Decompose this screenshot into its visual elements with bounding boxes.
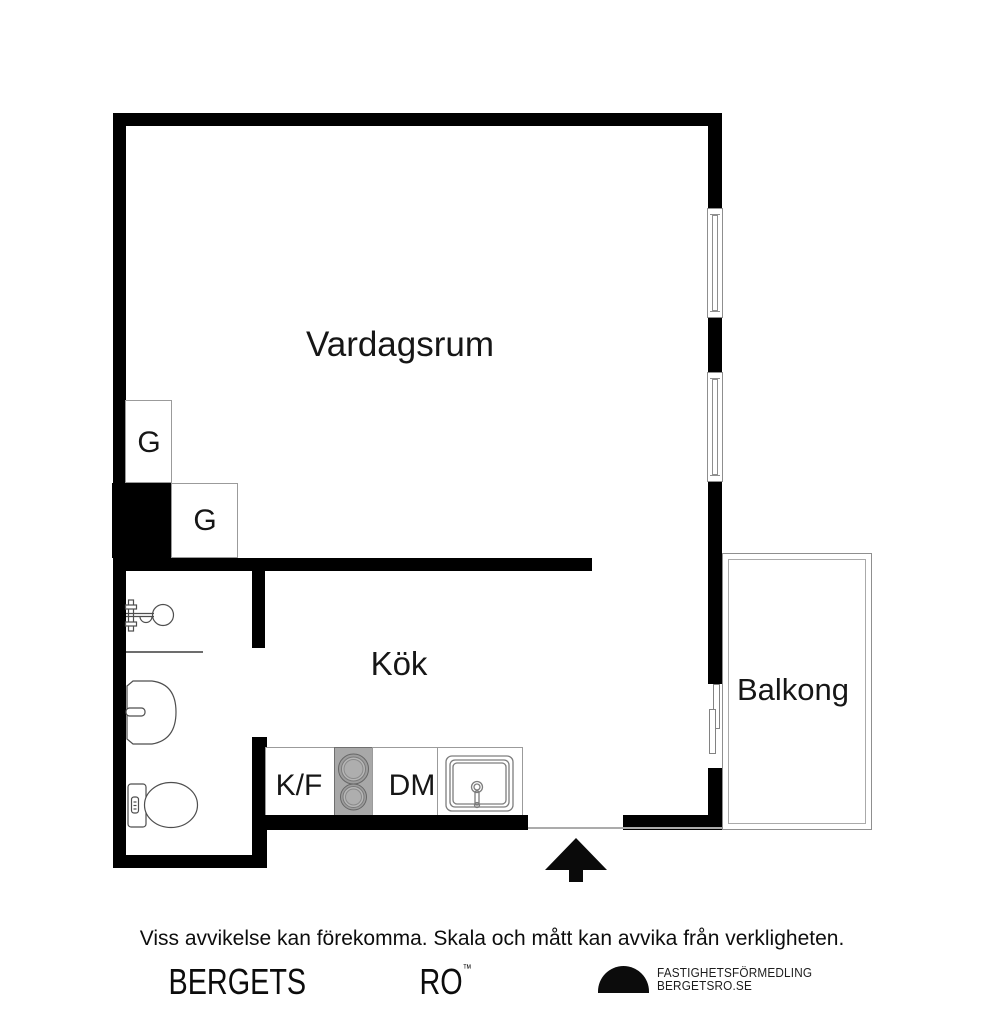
closet-g2 — [171, 483, 238, 558]
wall-bathroom-lower — [252, 737, 267, 868]
kitchen-sink-icon — [445, 755, 514, 812]
balcony-door-icon — [709, 709, 716, 754]
room-label-balkong: Balkong — [736, 672, 850, 707]
window-icon — [707, 208, 723, 318]
wall-right-seg3 — [708, 481, 722, 684]
dishwasher-label: DM — [388, 769, 436, 802]
wall-right-seg2 — [708, 317, 722, 373]
brand-dome-logo — [598, 966, 649, 993]
disclaimer-text: Viss avvikelse kan förekomma. Skala och … — [139, 927, 845, 950]
brand-caption-line2: BERGETSRO.SE — [657, 979, 752, 993]
brand-wordmark-bergets: BERGETS — [168, 961, 307, 1002]
closet-niche-block — [112, 483, 172, 558]
wall-livingroom-kitchen — [113, 558, 592, 571]
stove-burners-icon — [338, 753, 369, 811]
wall-right-seg1 — [708, 113, 722, 209]
wall-top — [113, 113, 722, 126]
shower-icon — [124, 599, 175, 632]
closet-g1 — [125, 400, 172, 483]
fridge-freezer-label: K/F — [275, 769, 323, 802]
brand-caption: FASTIGHETSFÖRMEDLING BERGETSRO.SE — [657, 967, 812, 993]
window-icon — [707, 372, 723, 482]
room-label-kok: Kök — [370, 645, 428, 682]
closet-g1-label: G — [137, 426, 161, 459]
wall-bathroom-upper — [252, 571, 265, 648]
wall-bathroom-bottom — [113, 855, 267, 868]
brand-wordmark-ro: RO™ — [419, 961, 472, 1002]
wall-kitchen-bottom — [252, 815, 528, 830]
trademark-symbol: ™ — [462, 963, 472, 975]
washbasin-icon — [125, 680, 177, 745]
balcony-door-icon — [713, 684, 720, 729]
entry-threshold-line — [528, 827, 722, 829]
balcony-outline-inner — [728, 559, 866, 824]
wall-right-seg4 — [708, 768, 722, 830]
counter-cell-fridge — [265, 747, 335, 815]
closet-g2-label: G — [193, 504, 217, 537]
entrance-arrow-icon — [545, 838, 607, 882]
wall-entry-right — [623, 815, 722, 830]
bathroom-fixtures — [124, 599, 203, 829]
room-label-vardagsrum: Vardagsrum — [305, 325, 495, 364]
brand-caption-line1: FASTIGHETSFÖRMEDLING — [657, 966, 813, 980]
toilet-icon — [127, 781, 199, 829]
